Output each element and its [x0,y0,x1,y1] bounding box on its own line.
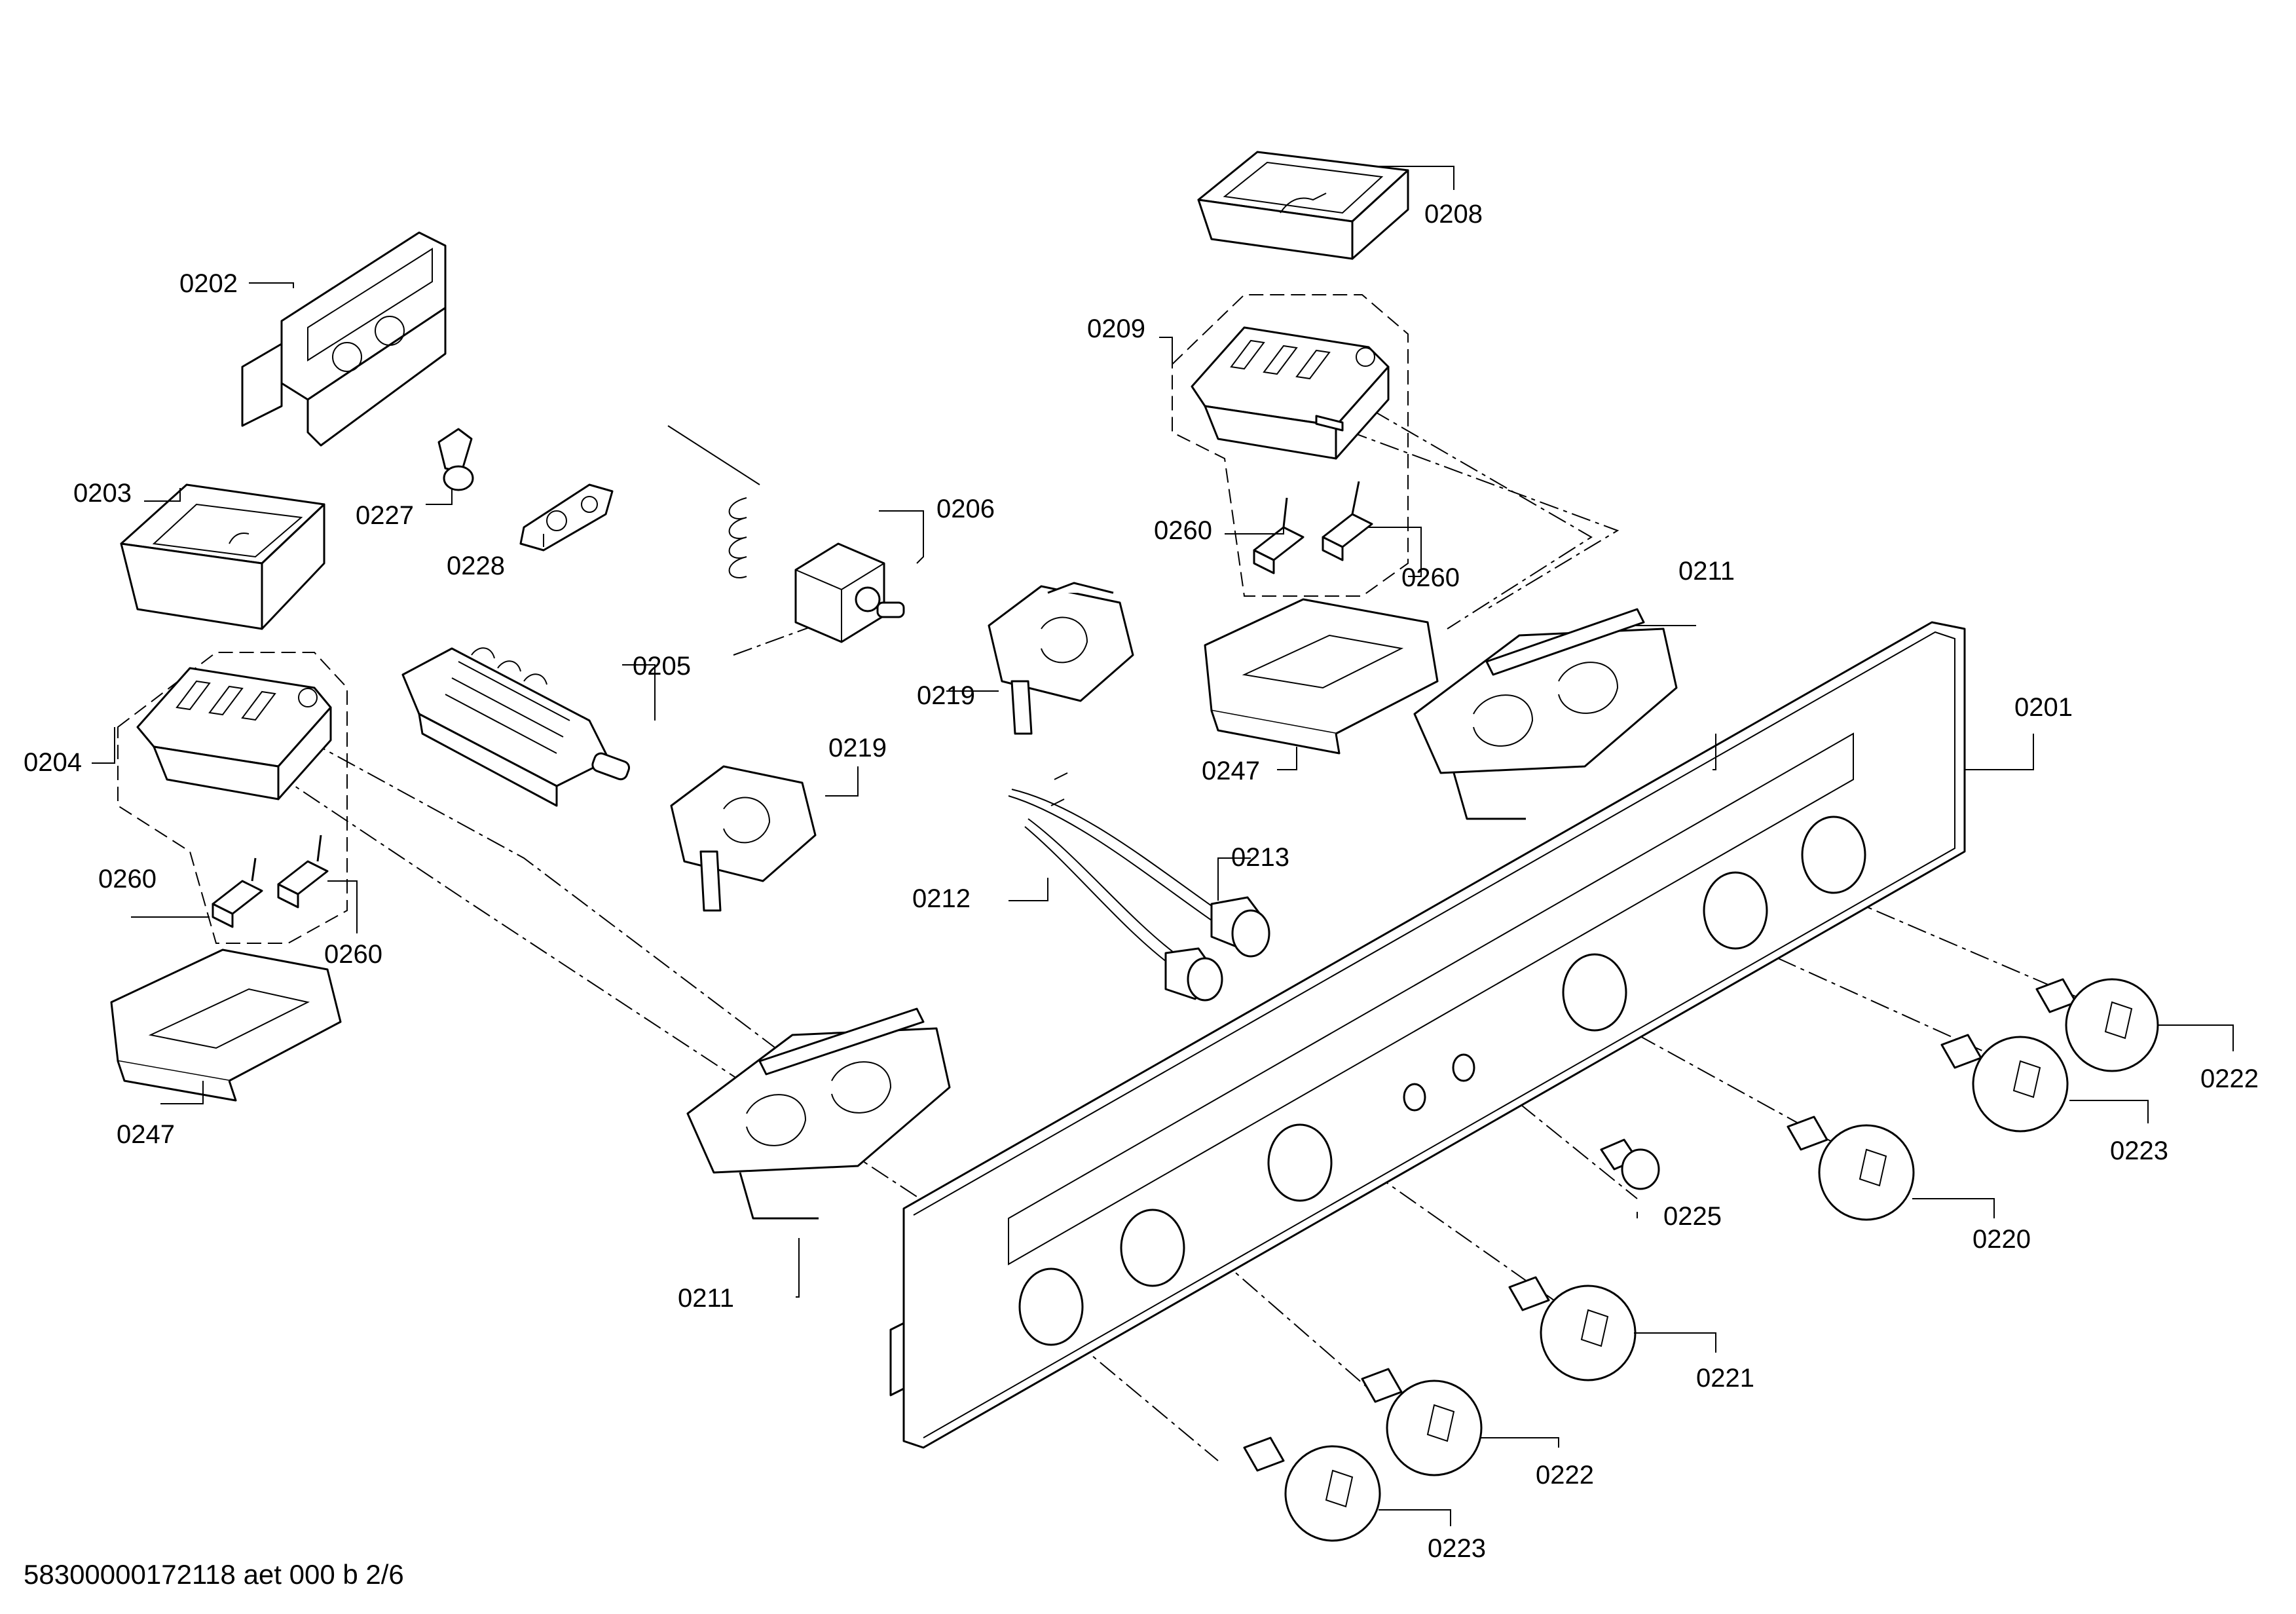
label-0213: 0213 [1231,843,1289,872]
knob-0220 [1787,1116,1915,1221]
part-0203-housing [120,483,325,630]
part-0206-thermostat [667,425,905,643]
label-0221: 0221 [1696,1364,1754,1393]
label-0212: 0212 [912,884,971,913]
leader-lines [92,166,2234,1526]
label-0202: 0202 [179,269,238,298]
part-0211-bottom-bracket [686,1007,951,1220]
label-0209: 0209 [1087,314,1145,343]
part-0211-top-bracket [1413,608,1678,820]
label-0211-top: 0211 [1678,557,1735,586]
part-0219-bottom [670,765,817,912]
knob-hole-5 [1703,871,1768,950]
part-0208-housing [1197,151,1409,260]
part-0205-selector [401,647,631,807]
label-0220: 0220 [1972,1225,2031,1254]
part-0204-switch [136,667,332,800]
label-0201: 0201 [2014,693,2073,722]
part-0247-right-bracket [1204,598,1439,755]
knob-0222-right [2035,978,2159,1072]
group-outline-0204 [117,652,348,944]
label-0260-right-b: 0260 [1401,563,1460,592]
knob-hole-2 [1120,1209,1185,1287]
label-0222-bottom: 0222 [1536,1461,1594,1490]
label-0247-right: 0247 [1202,757,1260,785]
indicator-hole-1 [1403,1083,1426,1112]
knob-0223-right [1940,1034,2069,1133]
label-0204: 0204 [24,748,82,777]
part-0227 [437,428,474,491]
part-0219-top [988,582,1134,735]
label-0260-left-a: 0260 [98,865,157,893]
label-0260-left-b: 0260 [324,940,382,969]
label-0206: 0206 [936,495,995,523]
label-0208: 0208 [1424,200,1483,229]
label-0228: 0228 [447,552,505,580]
knob-0222-bottom [1361,1368,1483,1476]
part-0228 [519,483,614,552]
knob-0221 [1508,1276,1637,1381]
knob-hole-1 [1018,1267,1084,1346]
label-0225: 0225 [1663,1202,1722,1231]
label-0205: 0205 [633,652,691,681]
label-0227: 0227 [356,501,414,530]
label-0222-right: 0222 [2200,1064,2259,1093]
part-0212-0213-cables [1008,772,1270,1002]
label-0219-bottom: 0219 [828,734,887,762]
label-0223-bottom: 0223 [1428,1534,1486,1563]
label-0211-bottom: 0211 [678,1284,734,1313]
part-0225-indicator [1600,1138,1660,1190]
knob-hole-6 [1801,816,1866,894]
part-0202-module [241,231,447,447]
label-0203: 0203 [73,479,132,508]
part-0209-switch [1191,326,1390,460]
knob-0223-bottom [1243,1436,1381,1542]
label-0260-right-a: 0260 [1154,516,1212,545]
knob-hole-4 [1562,953,1627,1032]
label-0219-top: 0219 [917,681,975,710]
part-0260-right-pair [1253,481,1373,574]
part-0260-left-pair [212,835,329,928]
label-0247-left: 0247 [117,1120,175,1149]
document-id: 58300000172118 aet 000 b 2/6 [24,1559,404,1590]
group-outline-0209 [1172,294,1409,597]
part-0201-control-panel [889,621,1966,1449]
label-0223-right: 0223 [2110,1136,2168,1165]
part-0247-left-bracket [110,948,342,1102]
knob-hole-3 [1267,1123,1333,1202]
indicator-hole-2 [1452,1053,1475,1082]
